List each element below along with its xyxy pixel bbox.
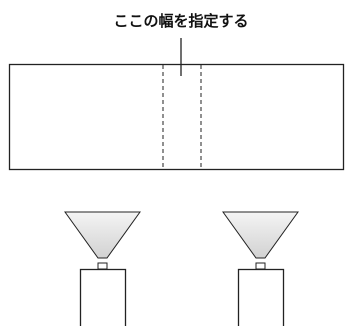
projector-body-right — [237, 268, 285, 326]
light-beam-right — [222, 211, 299, 259]
light-beam-left — [64, 211, 141, 259]
projector-lens-left — [97, 262, 108, 270]
projector-lens-right — [255, 262, 266, 270]
width-label: ここの幅を指定する — [113, 12, 248, 30]
overlap-region — [162, 65, 202, 169]
projector-right — [222, 211, 299, 326]
projector-body-left — [79, 268, 127, 326]
projection-screen — [8, 63, 345, 171]
projector-left — [64, 211, 141, 326]
